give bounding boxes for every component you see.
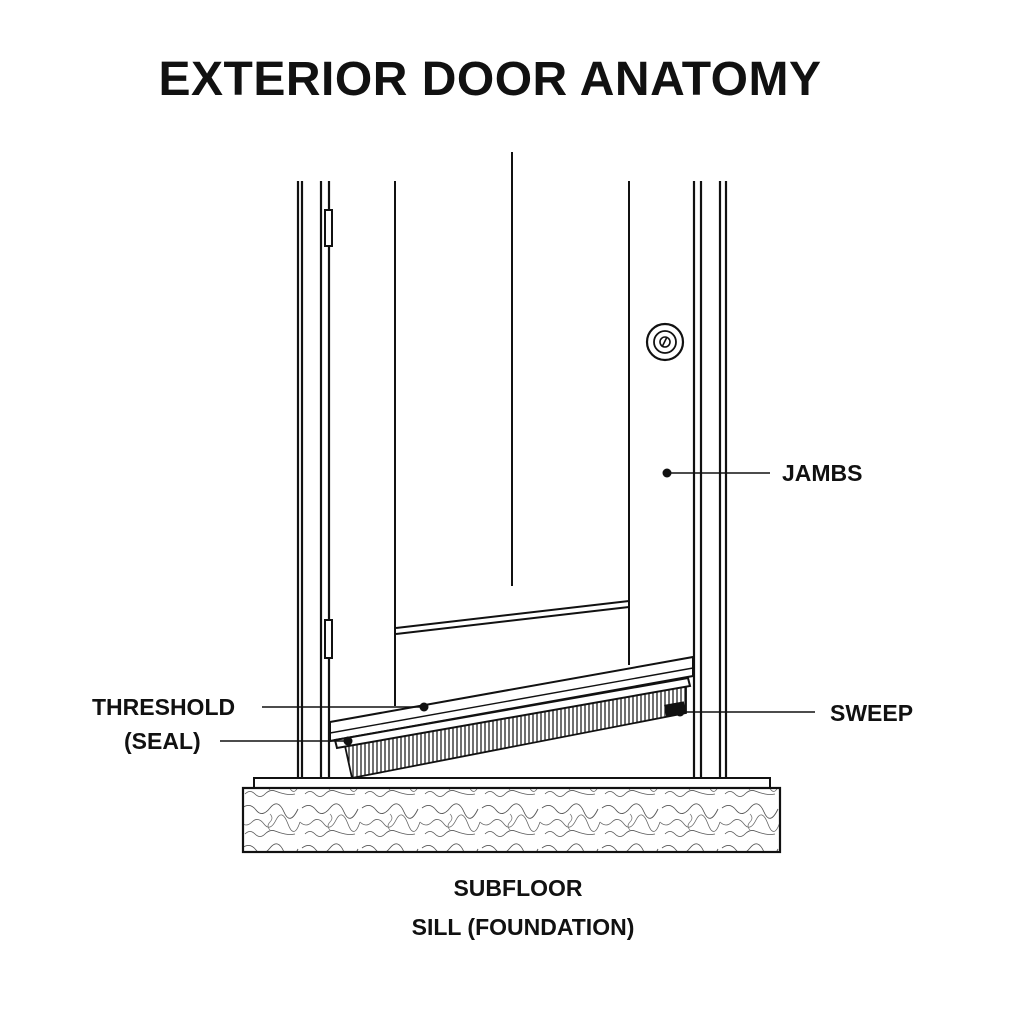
sweep-pointer-dot <box>675 707 685 717</box>
door-slab <box>394 152 630 706</box>
threshold-pointer-dot <box>419 702 429 712</box>
right-jamb <box>692 181 728 778</box>
sill-foundation <box>241 786 782 854</box>
label-subfloor: SUBFLOOR <box>453 875 583 901</box>
seal-pointer-dot <box>343 736 353 746</box>
top-hinge-icon <box>324 209 333 247</box>
sill-top-plate <box>253 777 771 789</box>
leader-lines <box>220 472 815 742</box>
door-lock-icon <box>645 322 685 362</box>
threshold-plate <box>329 655 694 743</box>
door-sweep <box>333 676 692 780</box>
label-sill: SILL (FOUNDATION) <box>411 914 635 940</box>
label-threshold: THRESHOLD <box>92 694 236 720</box>
label-sweep: SWEEP <box>830 700 914 726</box>
diagram-title: EXTERIOR DOOR ANATOMY <box>158 53 822 106</box>
bottom-hinge-icon <box>324 619 333 659</box>
left-jamb <box>296 181 331 778</box>
label-jambs: JAMBS <box>782 460 863 486</box>
jambs-pointer-dot <box>662 468 672 478</box>
label-seal: (SEAL) <box>124 728 201 754</box>
